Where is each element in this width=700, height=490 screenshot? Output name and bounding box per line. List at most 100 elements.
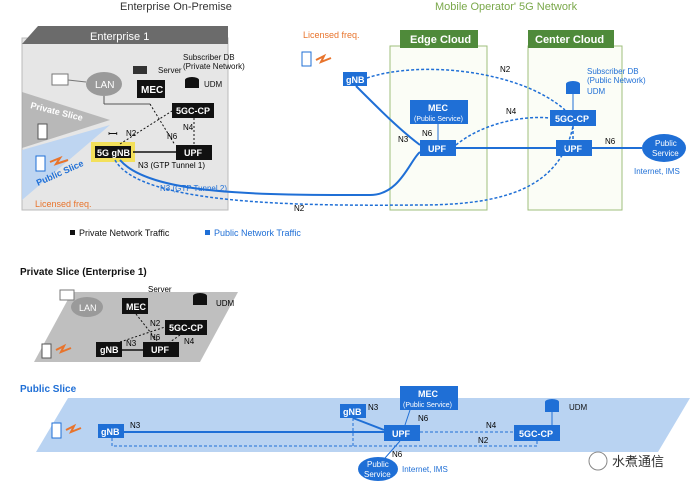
n2-slice-label: N2 bbox=[150, 319, 161, 328]
n3-public-line-2 bbox=[352, 417, 385, 431]
subdb-public-label-1: Subscriber DB bbox=[587, 67, 639, 76]
5gc-cp-slice-box bbox=[165, 320, 207, 335]
phone-icon bbox=[41, 343, 52, 359]
upf-center-box bbox=[556, 140, 592, 156]
mobile-operator-title: Mobile Operator' 5G Network bbox=[435, 1, 578, 13]
n6-edge-label: N6 bbox=[422, 129, 433, 138]
n4-operator-line bbox=[455, 116, 551, 146]
gnb-public-slice-label-2: gNB bbox=[343, 407, 362, 417]
upf-public-slice-label: UPF bbox=[392, 429, 411, 439]
phone-icon bbox=[37, 123, 48, 140]
n6-center-label: N6 bbox=[605, 137, 616, 146]
upf-slice-label: UPF bbox=[151, 345, 170, 355]
n4-slice-label: N4 bbox=[184, 337, 195, 346]
licensed-freq-enterprise: Licensed freq. bbox=[35, 199, 92, 209]
n3-public-slice-label-1: N3 bbox=[130, 421, 141, 430]
n6-label: N6 bbox=[167, 132, 178, 141]
n2-public-line bbox=[111, 438, 538, 447]
radio-signal-icon bbox=[65, 423, 82, 434]
gnb-slice-box bbox=[96, 342, 122, 357]
5gc-cp-public-box bbox=[550, 110, 596, 126]
5gc-cp-public-label: 5GC-CP bbox=[555, 114, 589, 124]
udm-public-icon-body bbox=[566, 84, 580, 94]
udm-slice-label: UDM bbox=[216, 299, 235, 308]
mec-slice-label: MEC bbox=[126, 302, 147, 312]
pc-icon bbox=[51, 73, 69, 86]
5gc-cp-slice-label: 5GC-CP bbox=[169, 323, 203, 333]
legend-public-swatch bbox=[205, 230, 210, 235]
n6-public-slice-label-1: N6 bbox=[418, 414, 429, 423]
subdb-private-label-1: Subscriber DB bbox=[183, 53, 235, 62]
legend-public-label: Public Network Traffic bbox=[214, 228, 301, 238]
edge-cloud-header bbox=[400, 30, 478, 48]
public-service-cloud-icon bbox=[358, 457, 398, 481]
wechat-icon bbox=[588, 451, 608, 471]
n2-long-line bbox=[114, 125, 574, 206]
subdb-public-label-2: (Public Network) bbox=[587, 76, 646, 85]
n3-gtp2-line bbox=[119, 151, 421, 197]
public-service-cloud-icon bbox=[642, 134, 686, 162]
n4-public-slice-label: N4 bbox=[486, 421, 497, 430]
public-service-label-1: Public bbox=[655, 139, 677, 148]
antenna-icon: ꟷ bbox=[108, 127, 118, 141]
internet-ims-slice-label: Internet, IMS bbox=[402, 465, 448, 474]
upf-private-box bbox=[176, 145, 212, 160]
mec-public-slice-label-1: MEC bbox=[418, 389, 439, 399]
n3-operator-line bbox=[355, 85, 421, 146]
enterprise1-title: Enterprise 1 bbox=[90, 31, 149, 43]
n6-slice-label: N6 bbox=[150, 333, 161, 342]
upf-public-slice-box bbox=[384, 425, 420, 441]
mec-public-box bbox=[410, 100, 468, 124]
n4-label: N4 bbox=[183, 123, 194, 132]
mec-public-label-2: (Public Service) bbox=[414, 116, 463, 123]
phone-icon bbox=[301, 51, 312, 67]
n2-operator-label: N2 bbox=[500, 65, 511, 74]
n6-mec-line bbox=[404, 409, 411, 426]
legend-private-swatch bbox=[70, 230, 75, 235]
gnb-public-slice-box-1 bbox=[98, 424, 124, 438]
phone-icon bbox=[35, 155, 46, 172]
udm-public-label: UDM bbox=[587, 87, 606, 96]
n3-gtp1-label: N3 (GTP Tunnel 1) bbox=[138, 161, 205, 170]
upf-edge-box bbox=[420, 140, 456, 156]
lan-label-2: LAN bbox=[79, 303, 97, 313]
internet-ims-label: Internet, IMS bbox=[634, 167, 680, 176]
public-service-slice-label-1: Public bbox=[367, 460, 389, 469]
n2-long-label: N2 bbox=[294, 204, 305, 213]
licensed-freq-operator: Licensed freq. bbox=[303, 30, 360, 40]
public-service-label-2: Service bbox=[652, 149, 679, 158]
gnb-public-slice-box-2 bbox=[340, 404, 366, 418]
n4-operator-label: N4 bbox=[506, 107, 517, 116]
mec-private-label: MEC bbox=[141, 85, 163, 96]
edge-cloud-title: Edge Cloud bbox=[410, 34, 471, 46]
n2-operator-line bbox=[366, 68, 566, 111]
server-icon bbox=[133, 66, 147, 74]
udm-public-slice-label: UDM bbox=[569, 403, 588, 412]
phone-icon bbox=[51, 422, 62, 439]
udm-private-label: UDM bbox=[204, 80, 223, 89]
n3-operator-label: N3 bbox=[398, 135, 409, 144]
5gc-cp-public-slice-box bbox=[514, 425, 560, 441]
n3-public-slice-label-2: N3 bbox=[368, 403, 379, 412]
gnb-slice-label: gNB bbox=[100, 345, 119, 355]
5gc-cp-private-box bbox=[172, 103, 214, 118]
upf-slice-box bbox=[143, 342, 179, 357]
n6-private-line bbox=[149, 103, 176, 146]
upf-private-label: UPF bbox=[184, 148, 203, 158]
gnb-operator-box bbox=[343, 72, 367, 86]
lan-cloud-icon bbox=[86, 72, 122, 96]
radio-signal-icon bbox=[49, 155, 69, 166]
upf-center-label: UPF bbox=[564, 144, 583, 154]
center-cloud-title: Center Cloud bbox=[535, 34, 604, 46]
gnb-public-slice-label-1: gNB bbox=[101, 427, 120, 437]
mec-public-slice-box bbox=[400, 386, 458, 410]
5g-gnb-label: 5G gNB bbox=[97, 148, 131, 158]
5gc-cp-private-label: 5GC-CP bbox=[176, 106, 210, 116]
enterprise-onprem-title: Enterprise On-Premise bbox=[120, 1, 232, 13]
mec-public-label-1: MEC bbox=[428, 103, 449, 113]
public-service-slice-label-2: Service bbox=[364, 470, 391, 479]
radio-signal-icon bbox=[55, 343, 72, 354]
enterprise1-header bbox=[22, 26, 228, 44]
public-slice-title: Public Slice bbox=[20, 384, 77, 395]
